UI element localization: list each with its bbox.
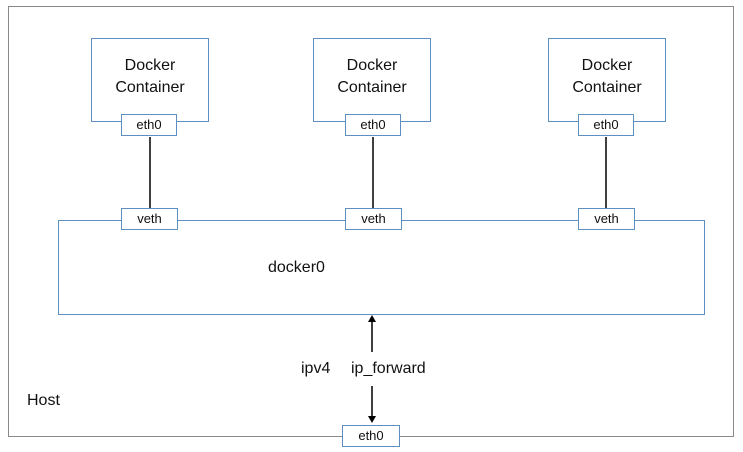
docker0-bridge (58, 220, 705, 315)
up-arrowhead (368, 315, 376, 322)
bridge-label: docker0 (268, 259, 325, 276)
container-title: Docker Container (337, 57, 407, 96)
host-label: Host (27, 392, 60, 409)
veth-1: veth (121, 208, 178, 230)
veth-3: veth (578, 208, 635, 230)
down-arrowhead (368, 416, 376, 423)
veth-2: veth (345, 208, 402, 230)
container-2-eth0: eth0 (345, 114, 401, 136)
container-title: Docker Container (572, 57, 642, 96)
docker-container-1: Docker Container (91, 38, 209, 122)
ipv4-label: ipv4 (301, 360, 331, 377)
docker-container-2: Docker Container (313, 38, 431, 122)
host-eth0: eth0 (342, 425, 400, 447)
container-3-eth0: eth0 (578, 114, 634, 136)
ip-forward-label: ip_forward (351, 360, 426, 377)
docker-container-3: Docker Container (548, 38, 666, 122)
container-1-eth0: eth0 (121, 114, 177, 136)
container-title: Docker Container (115, 57, 185, 96)
